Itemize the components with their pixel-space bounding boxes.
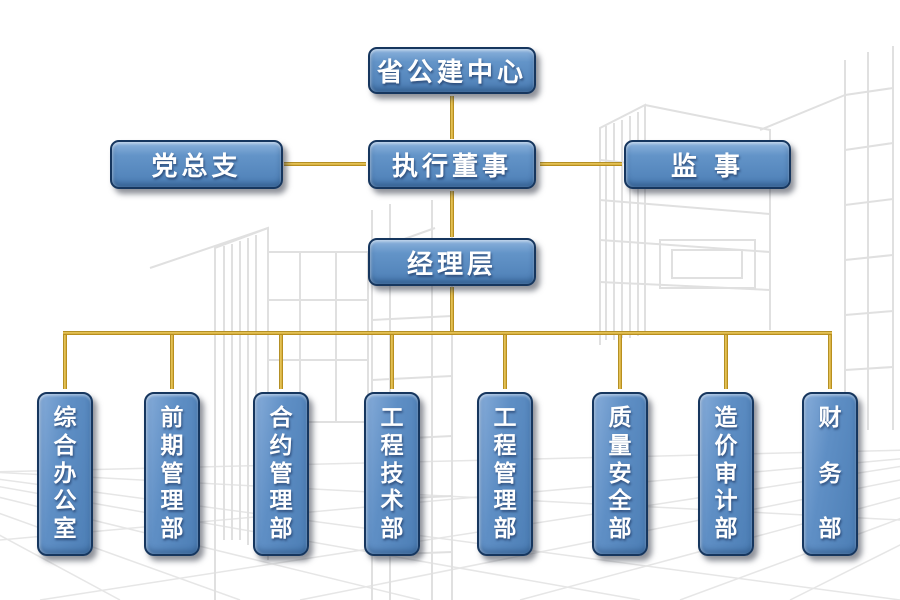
dept-label-char: 价 <box>714 432 738 459</box>
org-node-center-label: 省公建中心 <box>376 58 527 88</box>
dept-label-char: 务 <box>818 460 842 487</box>
org-node-party-branch: 党总支 <box>110 140 283 189</box>
org-node-dept-contract-mgmt: 合约管理部 <box>253 392 309 556</box>
dept-label-char: 程 <box>493 432 517 459</box>
dept-label-char: 部 <box>714 516 738 542</box>
org-node-dept-quality-safety: 质量安全部 <box>592 392 648 556</box>
dept-label: 造价审计部 <box>700 394 752 554</box>
org-node-dept-engineering-mgmt: 工程管理部 <box>477 392 533 556</box>
dept-label: 合约管理部 <box>255 394 307 554</box>
dept-label: 财务部 <box>804 394 856 554</box>
connector-department-bus <box>63 331 832 335</box>
dept-label: 工程技术部 <box>366 394 418 554</box>
dept-label-char: 术 <box>380 488 404 515</box>
org-node-executive-director: 执行董事 <box>368 140 536 189</box>
connector-party-to-director <box>284 162 366 166</box>
org-node-dept-general-office: 综合办公室 <box>37 392 93 556</box>
dept-label-char: 量 <box>608 432 632 459</box>
connector-stub-dept-7 <box>724 335 728 389</box>
org-node-supervisor: 监 事 <box>624 140 791 189</box>
connector-stub-dept-3 <box>279 335 283 389</box>
dept-label-char: 财 <box>818 405 842 431</box>
dept-label-char: 期 <box>160 432 184 459</box>
dept-label-char: 理 <box>160 488 184 515</box>
dept-label-char: 部 <box>818 516 842 542</box>
dept-label-char: 合 <box>269 405 293 431</box>
dept-label-char: 管 <box>269 460 293 487</box>
dept-label: 质量安全部 <box>594 394 646 554</box>
org-node-center: 省公建中心 <box>368 47 536 94</box>
connector-stub-dept-2 <box>170 335 174 389</box>
dept-label-char: 部 <box>493 516 517 542</box>
dept-label-char: 部 <box>160 516 184 542</box>
dept-label-char: 合 <box>53 432 77 459</box>
dept-label-char: 质 <box>608 405 632 431</box>
dept-label-char: 造 <box>714 405 738 431</box>
connector-stub-dept-5 <box>503 335 507 389</box>
dept-label-char: 综 <box>53 405 77 431</box>
org-node-dept-cost-audit: 造价审计部 <box>698 392 754 556</box>
dept-label-char: 程 <box>380 432 404 459</box>
dept-label-char: 部 <box>269 516 293 542</box>
connector-director-to-supervisor <box>540 162 622 166</box>
dept-label: 综合办公室 <box>39 394 91 554</box>
dept-label-char: 公 <box>53 488 77 515</box>
org-node-supervisor-label: 监 事 <box>670 152 745 182</box>
dept-label-char: 审 <box>714 460 738 487</box>
org-node-management: 经理层 <box>368 238 536 286</box>
connector-director-to-management <box>450 191 454 237</box>
dept-label-char: 室 <box>53 516 77 542</box>
org-node-party-branch-label: 党总支 <box>151 152 242 182</box>
dept-label: 工程管理部 <box>479 394 531 554</box>
dept-label-char: 部 <box>608 516 632 542</box>
dept-label-char: 计 <box>714 488 738 515</box>
dept-label-char: 理 <box>493 488 517 515</box>
org-node-dept-finance: 财务部 <box>802 392 858 556</box>
org-node-executive-director-label: 执行董事 <box>391 152 512 182</box>
dept-label-char: 约 <box>269 432 293 459</box>
dept-label-char: 办 <box>53 460 77 487</box>
connector-stub-dept-1 <box>63 335 67 389</box>
dept-label-char: 前 <box>160 405 184 431</box>
dept-label: 前期管理部 <box>146 394 198 554</box>
dept-label-char: 管 <box>160 460 184 487</box>
connector-root-to-director <box>450 96 454 139</box>
org-node-management-label: 经理层 <box>406 249 497 280</box>
dept-label-char: 工 <box>493 405 517 431</box>
connector-stub-dept-8 <box>828 335 832 389</box>
dept-label-char: 管 <box>493 460 517 487</box>
connector-stub-dept-6 <box>618 335 622 389</box>
dept-label-char: 技 <box>380 460 404 487</box>
connector-management-to-bus <box>450 287 454 333</box>
dept-label-char: 全 <box>608 488 632 515</box>
dept-label-char: 理 <box>269 488 293 515</box>
dept-label-char: 安 <box>608 460 632 487</box>
dept-label-char: 部 <box>380 516 404 542</box>
org-node-dept-early-stage-mgmt: 前期管理部 <box>144 392 200 556</box>
connector-stub-dept-4 <box>390 335 394 389</box>
org-node-dept-engineering-tech: 工程技术部 <box>364 392 420 556</box>
dept-label-char: 工 <box>380 405 404 431</box>
